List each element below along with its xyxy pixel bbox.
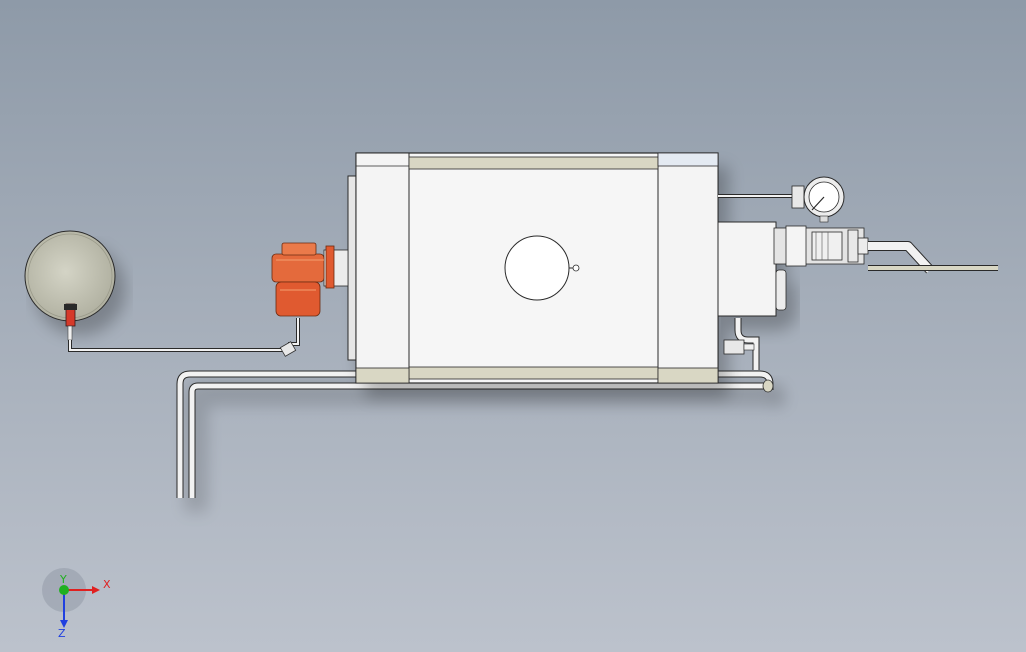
pressure-gauge[interactable] <box>791 176 845 223</box>
flue-box[interactable] <box>717 221 787 317</box>
inspection-port[interactable] <box>504 235 580 301</box>
orientation-triad: X Y Z <box>42 568 111 640</box>
tank-valve[interactable] <box>64 303 77 341</box>
return-pipes <box>176 370 774 498</box>
supply-line <box>68 318 300 352</box>
triad-y-label: Y <box>59 573 67 586</box>
burner-assembly[interactable] <box>271 242 349 317</box>
triad-x-label: X <box>103 578 111 591</box>
supply-fitting <box>279 341 297 357</box>
gas-valve-train[interactable] <box>773 225 869 267</box>
triad-z-label: Z <box>58 627 66 640</box>
boiler-body[interactable] <box>347 152 719 384</box>
bottom-fittings <box>723 318 760 370</box>
